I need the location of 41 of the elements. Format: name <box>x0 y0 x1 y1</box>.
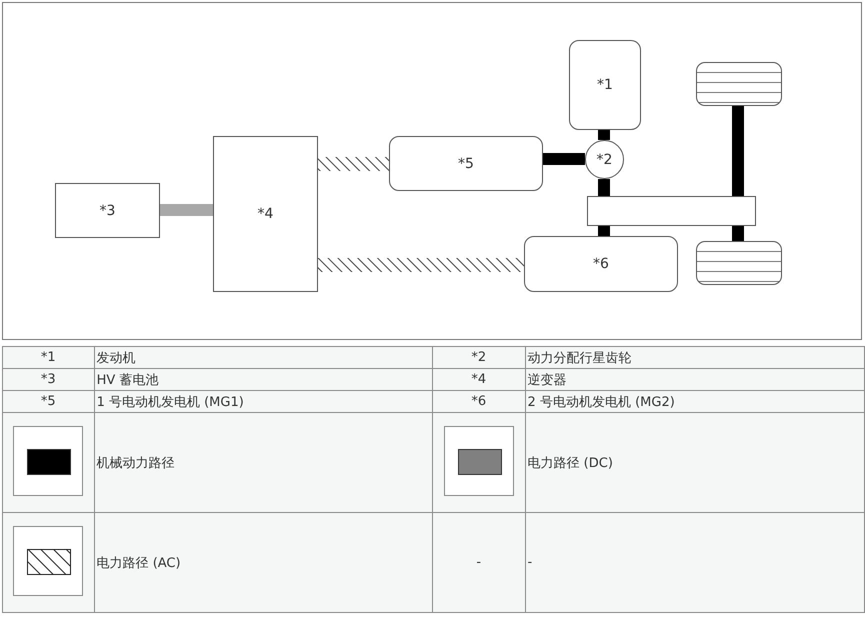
engine-box <box>569 40 641 130</box>
callout-number: *6 <box>593 256 609 272</box>
table-text: - <box>476 555 482 570</box>
inverter-box <box>213 136 318 292</box>
connector-bar <box>598 130 610 140</box>
part-name: 发动机 <box>96 350 136 366</box>
legend-text: 电力路径 (DC) <box>528 456 613 470</box>
callout-number: *3 <box>40 372 56 387</box>
callout-number: *5 <box>40 394 56 409</box>
part-name: HV 蓄电池 <box>96 372 158 388</box>
callout-number: *2 <box>471 350 486 365</box>
motor-generator-box <box>524 236 678 292</box>
part-name: 1 号电动机发电机 (MG1) <box>96 394 244 410</box>
part-name: 2 号电动机发电机 (MG2) <box>528 394 675 410</box>
axle-bar <box>587 196 756 226</box>
connector-bar <box>732 226 744 241</box>
wheel-drawing <box>696 241 782 285</box>
connector-bar <box>732 106 744 196</box>
gear-circle <box>585 140 624 179</box>
table-text: - <box>528 555 532 570</box>
part-name: 逆变器 <box>528 372 567 388</box>
callout-number: *4 <box>258 206 274 222</box>
part-name: 动力分配行星齿轮 <box>528 350 632 366</box>
battery-box <box>55 183 160 238</box>
callout-number: *2 <box>596 152 612 168</box>
callout-number: *3 <box>100 202 116 218</box>
connector-bar <box>598 179 610 196</box>
wheel-drawing <box>696 62 782 106</box>
connector-bar <box>160 204 213 216</box>
callout-number: *1 <box>40 350 56 365</box>
connector-bar <box>598 226 610 236</box>
hatched-connector <box>318 157 389 171</box>
callout-number: *1 <box>597 77 613 93</box>
connector-bar <box>543 153 585 165</box>
legend-text: 电力路径 (AC) <box>96 556 181 570</box>
motor-generator-box <box>389 136 543 191</box>
callout-number: *4 <box>471 372 486 387</box>
callout-number: *5 <box>458 156 474 172</box>
callout-number: *6 <box>471 394 486 409</box>
legend-text: 机械动力路径 <box>96 456 175 470</box>
hatched-connector <box>318 258 524 272</box>
